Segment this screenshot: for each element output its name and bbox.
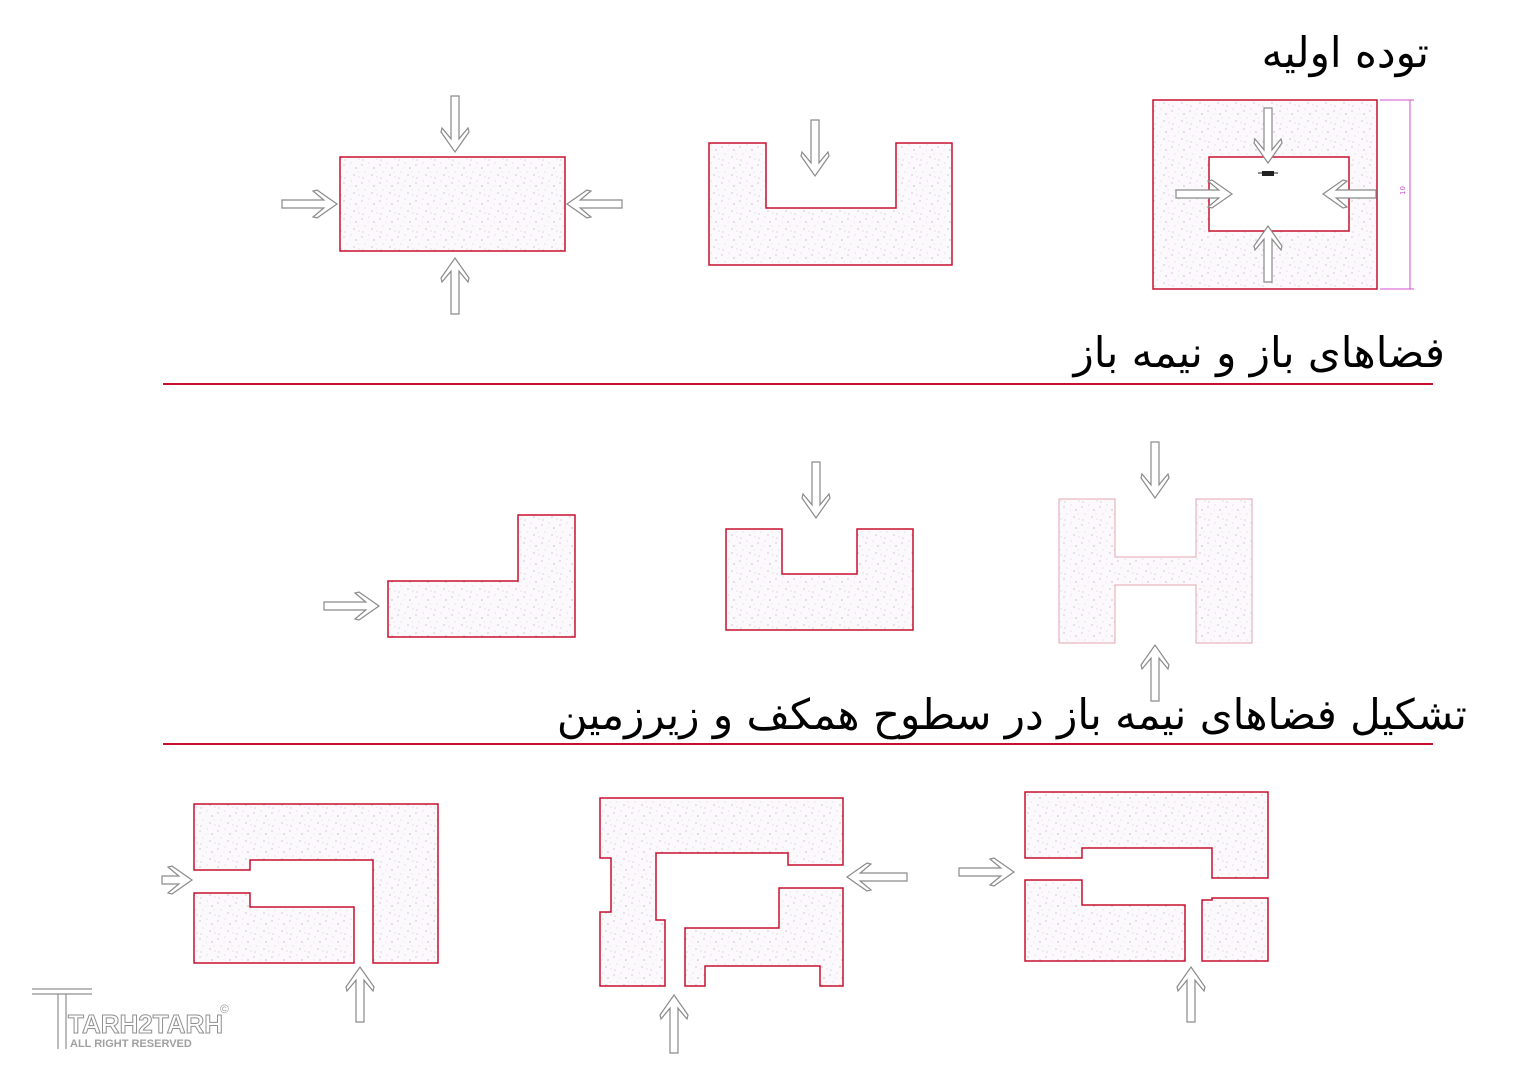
- watermark-logo: TARH2TARH ALL RIGHT RESERVED ©: [30, 985, 240, 1055]
- dimension-line: 10: [1380, 99, 1414, 290]
- plan-ground-left: [193, 803, 439, 964]
- plan-ground-middle-lower: [684, 887, 844, 987]
- section-divider: [163, 383, 1433, 385]
- entry-arrow-icon: [440, 256, 470, 315]
- dimension-label: 10: [1399, 186, 1407, 195]
- entry-arrow-icon: [345, 965, 375, 1023]
- entry-arrow-icon: [323, 591, 381, 621]
- entry-arrow-icon: [801, 461, 831, 520]
- entry-arrow-icon: [1321, 179, 1377, 209]
- mass-rectangle: [339, 156, 566, 252]
- mass-u-small: [725, 528, 914, 631]
- entry-arrow-icon: [1140, 441, 1170, 500]
- watermark-brand: TARH2TARH: [68, 1009, 223, 1039]
- plan-ground-right-upper: [1024, 791, 1269, 879]
- mass-h-shape: [1058, 498, 1253, 644]
- entry-arrow-icon: [845, 862, 908, 892]
- entry-arrow-icon: [281, 189, 339, 219]
- entry-arrow-icon: [659, 993, 689, 1054]
- entry-arrow-icon: [1253, 107, 1283, 165]
- watermark-tagline: ALL RIGHT RESERVED: [70, 1038, 192, 1050]
- plan-ground-left-lower: [193, 892, 355, 964]
- entry-arrow-icon: [1175, 179, 1234, 209]
- watermark-copyright: ©: [220, 1002, 229, 1016]
- section-title-open-spaces: فضاهای باز و نیمه باز: [1073, 328, 1446, 377]
- entry-arrow-icon: [800, 119, 830, 178]
- plan-ground-right-lower: [1024, 879, 1186, 962]
- entry-arrow-icon: [1176, 965, 1206, 1023]
- entry-arrow-icon: [161, 865, 194, 895]
- mass-l-shape: [387, 514, 576, 638]
- entry-arrow-icon: [1253, 224, 1283, 283]
- entry-arrow-icon: [1140, 643, 1170, 702]
- plan-ground-middle-upper: [599, 797, 844, 987]
- entry-arrow-icon: [440, 95, 470, 154]
- door-symbol-icon: [1258, 171, 1278, 176]
- plan-shapes: [193, 99, 1378, 987]
- section-divider: [163, 743, 1433, 745]
- section-title-semi-open-levels: تشکیل فضاهای نیمه باز در سطوح همکف و زیر…: [556, 690, 1467, 739]
- entry-arrows: [161, 95, 1377, 1054]
- mass-u-shape: [708, 142, 953, 266]
- section-title-initial-mass: توده اولیه: [1261, 28, 1429, 77]
- plan-ground-right-block: [1201, 897, 1269, 962]
- entry-arrow-icon: [565, 189, 623, 219]
- entry-arrow-icon: [958, 857, 1016, 887]
